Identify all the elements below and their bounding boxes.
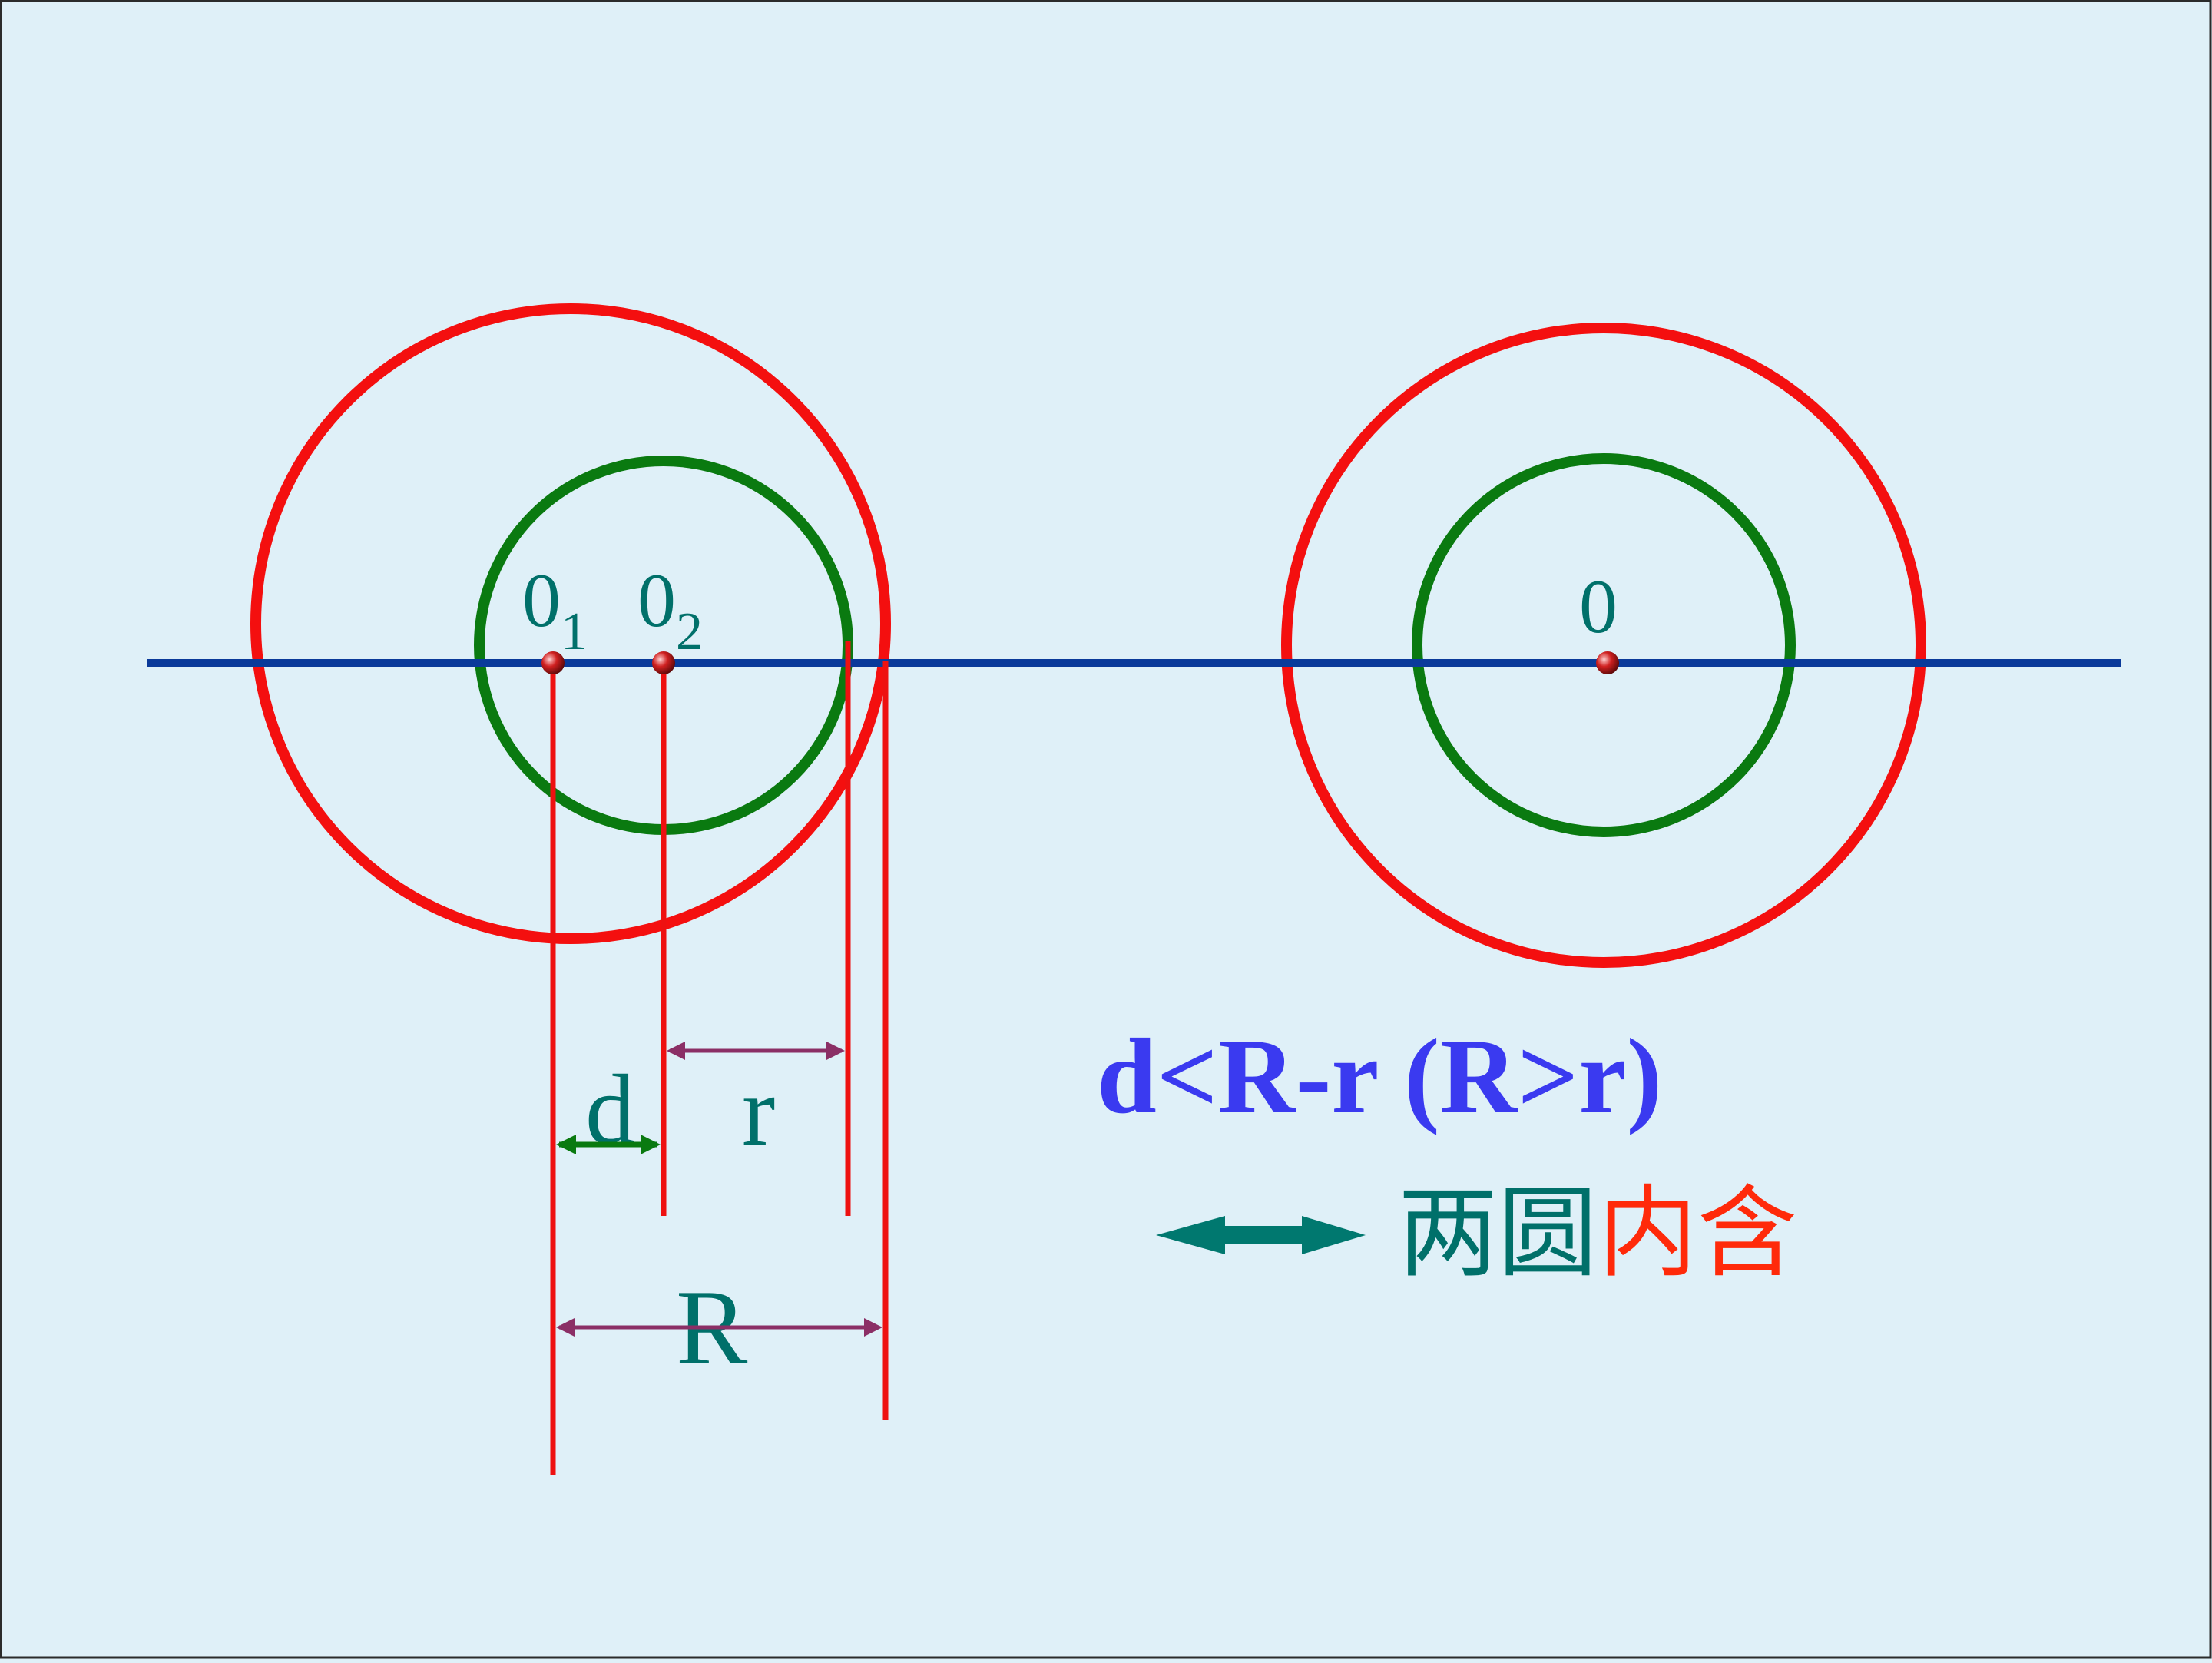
center-point-o1 (541, 651, 565, 674)
center-point-o (1596, 651, 1619, 674)
label-o1-main: 0 (522, 558, 561, 643)
label-o2-main: 0 (637, 558, 676, 643)
d-arrow-right-head (641, 1135, 661, 1154)
R-arrow-right-head (864, 1318, 882, 1337)
r-arrow-left-head (667, 1042, 685, 1060)
right-outer-circle (1281, 323, 1926, 968)
right-inner-circle (1412, 453, 1796, 837)
relation-text-part1: 两圆 (1398, 1179, 1598, 1290)
relation-double-arrow (1156, 1216, 1366, 1254)
label-o1: 01 (522, 558, 588, 661)
formula-text: d<R-r (R>r) (1097, 1017, 1662, 1136)
R-arrow-left-head (556, 1318, 575, 1337)
label-o2-sub: 2 (676, 602, 703, 661)
relation-text-part2: 内含 (1598, 1179, 1797, 1290)
label-o: 0 (1579, 564, 1618, 649)
label-o1-sub: 1 (561, 602, 588, 661)
label-o2: 02 (637, 558, 703, 661)
relation-text: 两圆内含 (1398, 1179, 1797, 1290)
label-d: d (585, 1055, 635, 1165)
left-outer-circle (250, 303, 891, 944)
d-arrow-left-head (556, 1135, 576, 1154)
r-arrow-right-head (826, 1042, 845, 1060)
center-point-o2 (652, 651, 675, 674)
label-r: r (742, 1056, 775, 1167)
